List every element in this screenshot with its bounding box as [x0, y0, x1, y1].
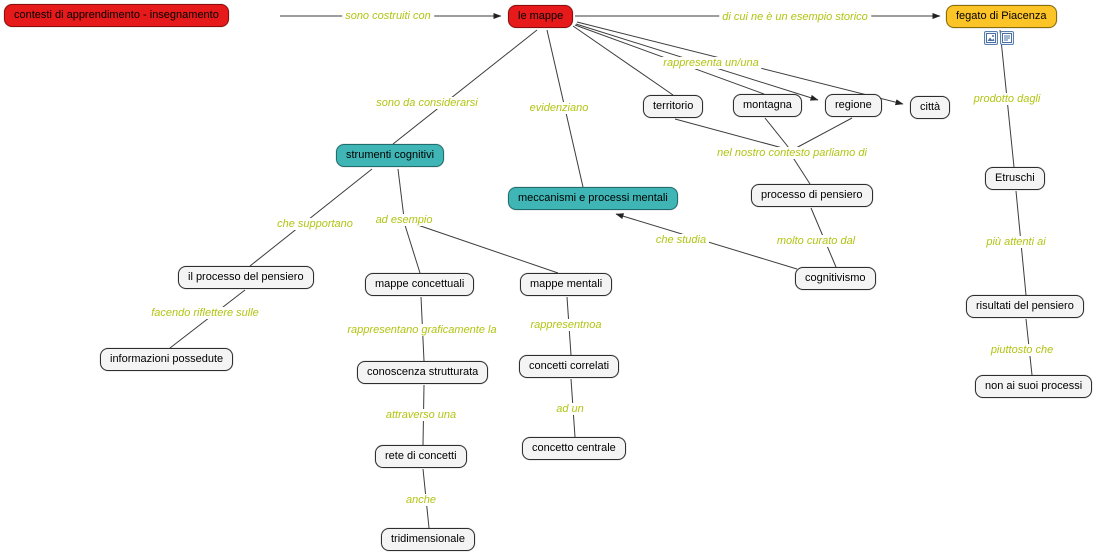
link-label[interactable]: più attenti ai: [983, 236, 1049, 248]
node-strumenti-cognitivi[interactable]: strumenti cognitivi: [336, 144, 445, 167]
node-non-ai-suoi-processi[interactable]: non ai suoi processi: [975, 375, 1093, 398]
node-risultati-del-pensiero[interactable]: risultati del pensiero: [966, 295, 1084, 318]
link-label[interactable]: rappresentnoa: [527, 319, 605, 331]
link-label[interactable]: di cui ne è un esempio storico: [719, 11, 871, 23]
link-label[interactable]: nel nostro contesto parliamo di: [714, 147, 870, 159]
node-concetti-correlati[interactable]: concetti correlati: [519, 355, 620, 378]
node-mappe-mentali[interactable]: mappe mentali: [520, 273, 613, 296]
node-montagna[interactable]: montagna: [733, 94, 802, 117]
text-attachment-icon[interactable]: [1000, 31, 1014, 45]
node-tridimensionale[interactable]: tridimensionale: [381, 528, 475, 551]
node-conoscenza-strutturata[interactable]: conoscenza strutturata: [357, 361, 489, 384]
link-label[interactable]: anche: [403, 494, 439, 506]
link-label[interactable]: attraverso una: [382, 409, 460, 421]
link-label[interactable]: molto curato dal: [773, 235, 859, 247]
node-il-processo-del-pensiero[interactable]: il processo del pensiero: [178, 266, 314, 289]
link-label[interactable]: ad un: [553, 403, 587, 415]
node-informazioni-possedute[interactable]: informazioni possedute: [100, 348, 234, 371]
node-meccanismi-processi[interactable]: meccanismi e processi mentali: [508, 187, 678, 210]
node-le-mappe[interactable]: le mappe: [508, 5, 574, 28]
link-label[interactable]: rappresentano graficamente la: [344, 324, 500, 336]
node-fegato-di-piacenza[interactable]: fegato di Piacenza: [946, 5, 1057, 28]
node-rete-di-concetti[interactable]: rete di concetti: [375, 445, 467, 468]
node-contesti-apprendimento[interactable]: contesti di apprendimento - insegnamento: [4, 4, 229, 27]
node-processo-di-pensiero[interactable]: processo di pensiero: [751, 184, 873, 207]
node-cognitivismo[interactable]: cognitivismo: [795, 267, 876, 290]
link-label[interactable]: ad esempio: [372, 214, 436, 226]
link-label[interactable]: sono costruiti con: [342, 10, 434, 22]
node-mappe-concettuali[interactable]: mappe concettuali: [365, 273, 475, 296]
link-label[interactable]: sono da considerarsi: [373, 97, 481, 109]
link-label[interactable]: rappresenta un/una: [660, 57, 762, 69]
node-etruschi[interactable]: Etruschi: [985, 167, 1045, 190]
link-label[interactable]: che studia: [652, 234, 710, 246]
node-citta[interactable]: città: [910, 96, 951, 119]
link-label[interactable]: prodotto dagli: [970, 93, 1044, 105]
node-concetto-centrale[interactable]: concetto centrale: [522, 437, 626, 460]
image-attachment-icon[interactable]: [984, 31, 998, 45]
link-label[interactable]: piuttosto che: [987, 344, 1057, 356]
link-label[interactable]: facendo riflettere sulle: [148, 307, 262, 319]
link-label[interactable]: evidenziano: [526, 102, 592, 114]
node-regione[interactable]: regione: [825, 94, 882, 117]
node-territorio[interactable]: territorio: [643, 95, 704, 118]
link-label[interactable]: che supportano: [274, 218, 356, 230]
